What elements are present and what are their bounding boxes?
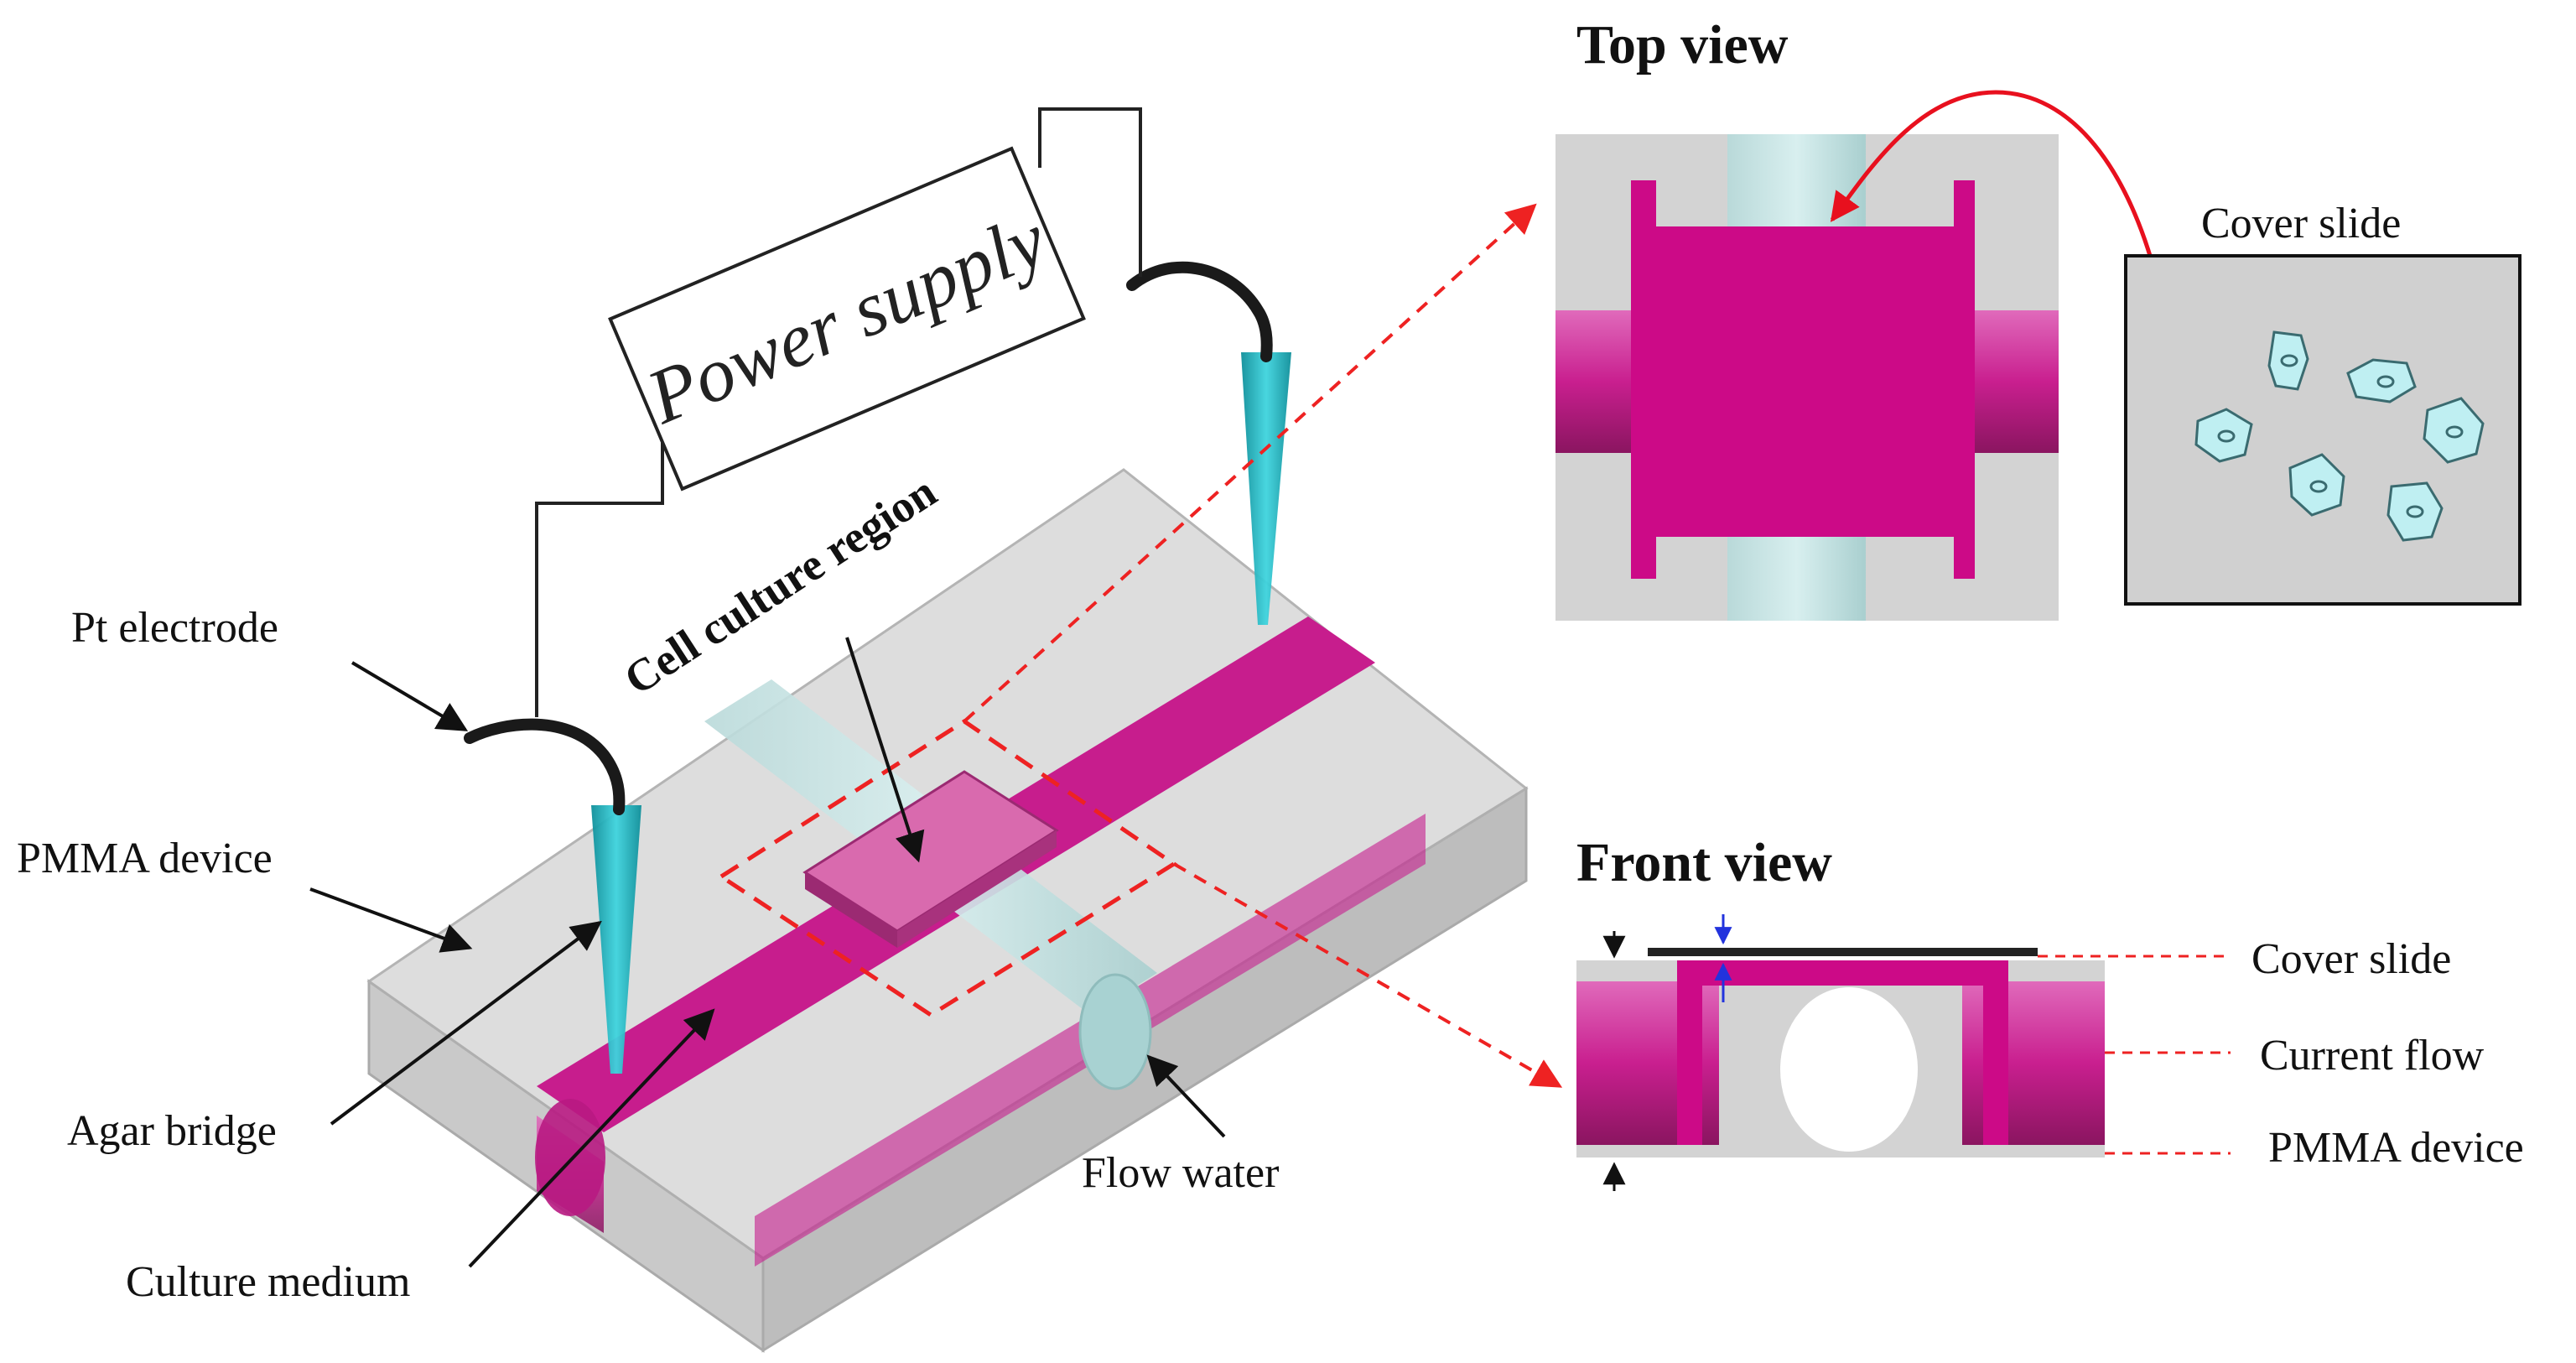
front-view-cover-slide <box>1648 948 2038 956</box>
cover-slide-panel <box>2124 254 2521 606</box>
top-view-arrow <box>1830 90 2162 290</box>
callout-to-top-view <box>963 203 1537 723</box>
front-view-current-flow-label: Current flow <box>2260 1032 2485 1079</box>
pmma-device-label: PMMA device <box>17 835 273 882</box>
culture-medium-arrow <box>468 1008 715 1268</box>
power-supply-wire-left <box>535 428 664 717</box>
front-view-title: Front view <box>1576 832 1832 893</box>
front-view-cover-slide-label: Cover slide <box>2251 935 2451 983</box>
pt-electrode-arrow <box>351 661 469 731</box>
cell <box>2267 330 2309 391</box>
flow-water-arrow <box>1146 1054 1226 1138</box>
cell <box>2194 408 2253 463</box>
pmma-device-3d <box>366 107 1529 1353</box>
power-supply-wire-right <box>1038 107 1142 277</box>
pt-electrode-wire-left <box>464 718 626 815</box>
cell <box>2423 397 2485 464</box>
pt-electrode-wire-right <box>1126 261 1273 362</box>
cell <box>2346 358 2417 403</box>
flow-water-opening <box>1078 973 1152 1090</box>
pt-electrode-label: Pt electrode <box>71 604 278 652</box>
front-view-stage <box>1677 960 2008 1145</box>
front-view-pmma-device-label: PMMA device <box>2268 1124 2524 1172</box>
power-supply-box <box>608 146 1086 492</box>
agar-bridge-label: Agar bridge <box>67 1107 277 1155</box>
power-supply: Power supply <box>608 146 1086 492</box>
tube-end <box>535 1099 605 1216</box>
agar-bridge-tip-left <box>591 805 641 1074</box>
culture-medium-label: Culture medium <box>126 1258 410 1306</box>
flow-water-label: Flow water <box>1082 1149 1279 1197</box>
culture-stage-edge <box>805 872 897 948</box>
cells <box>2194 330 2485 542</box>
pmma-device-arrow <box>309 887 473 953</box>
cell-culture-region-arrow <box>845 637 925 863</box>
top-view-cover-slide-label: Cover slide <box>2201 200 2401 247</box>
front-view-diagram <box>1576 914 2231 1191</box>
culture-stage-edge-2 <box>897 830 1057 948</box>
agar-bridge-arrow <box>330 920 602 1126</box>
top-view-diagram <box>1555 90 2162 621</box>
cell <box>2386 481 2444 542</box>
front-view-water-channel <box>1780 987 1918 1152</box>
callout-to-front-view <box>1173 862 1563 1088</box>
cell <box>2288 453 2345 517</box>
agar-bridge-tip-right <box>1241 352 1291 625</box>
top-view-title: Top view <box>1576 14 1789 75</box>
top-view-culture-stage <box>1631 180 1975 579</box>
